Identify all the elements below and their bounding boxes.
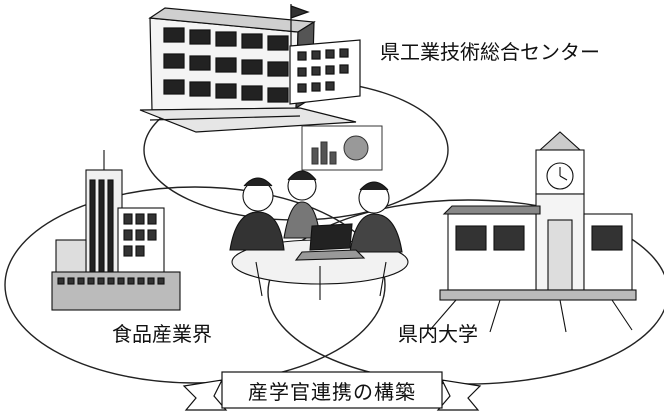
label-prefectural-center: 県工業技術総合センター <box>380 40 600 64</box>
university-building-icon <box>429 131 637 333</box>
label-food-industry: 食品産業界 <box>112 322 212 346</box>
industry-city-icon <box>51 150 181 311</box>
banner-ribbon <box>182 371 482 411</box>
banner-title: 産学官連携の構築 <box>248 380 416 404</box>
meeting-people-icon <box>229 170 409 300</box>
label-prefectural-universities: 県内大学 <box>398 322 478 346</box>
industry-ellipse <box>4 186 386 384</box>
chart-board-icon <box>301 125 383 171</box>
center-building-icon <box>139 4 361 133</box>
